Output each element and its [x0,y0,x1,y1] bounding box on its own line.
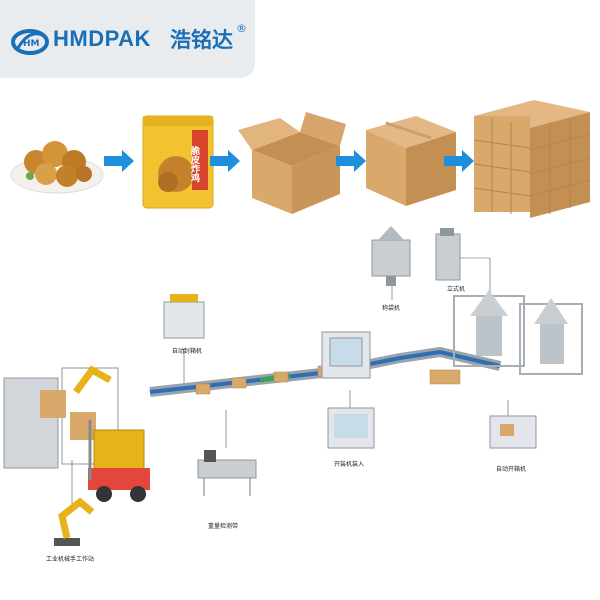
case-packer-cabinet [321,331,371,379]
open-carton-icon [238,112,346,214]
flow-arrow-icon [210,150,240,172]
brand-header: HM HMDPAK 浩铭达 ® [0,0,255,78]
hm-swirl-logo-icon: HM [11,29,49,55]
label-weigher: 称袋机 [382,305,401,312]
case-packer-machine [327,407,375,449]
vertical-packer-machine [435,228,461,281]
forklift [88,420,150,502]
fried-chicken-icon [10,141,104,194]
label-vertical-packer: 立式机 [447,286,466,293]
brand-name-chinese: 浩铭达 [170,28,233,52]
weigher-machine [371,226,411,286]
production-line-diagram [3,226,583,546]
snack-bag-icon: 脆皮炸鸡 [142,115,214,209]
robot-arm [54,497,95,546]
flow-arrow-icon [336,150,366,172]
label-case-packer: 开装机装入 [334,461,365,468]
process-flow: 脆皮炸鸡 [10,100,591,218]
check-weigher-machine [197,450,257,496]
pallet-stack-icon [473,100,591,218]
case-sealer-machine [163,294,205,339]
sealed-carton-icon [366,116,456,206]
multihead-weigher-right [519,298,583,375]
registered-mark: ® [236,22,247,35]
svg-text:HM: HM [23,39,40,49]
snack-bag-text: 脆皮炸鸡 [189,145,201,183]
label-palletizer: 工业机械手工作站 [46,556,95,563]
flow-arrow-icon [444,150,474,172]
brand-name: HMDPAK [53,26,151,51]
label-check-weigher: 重量检测带 [208,523,239,530]
case-erector-machine [489,415,537,449]
label-case-sealer: 自动封箱机 [172,348,203,355]
label-case-erector: 自动开箱机 [496,466,527,473]
flow-arrow-icon [104,150,134,172]
multihead-weigher-left [453,290,525,367]
